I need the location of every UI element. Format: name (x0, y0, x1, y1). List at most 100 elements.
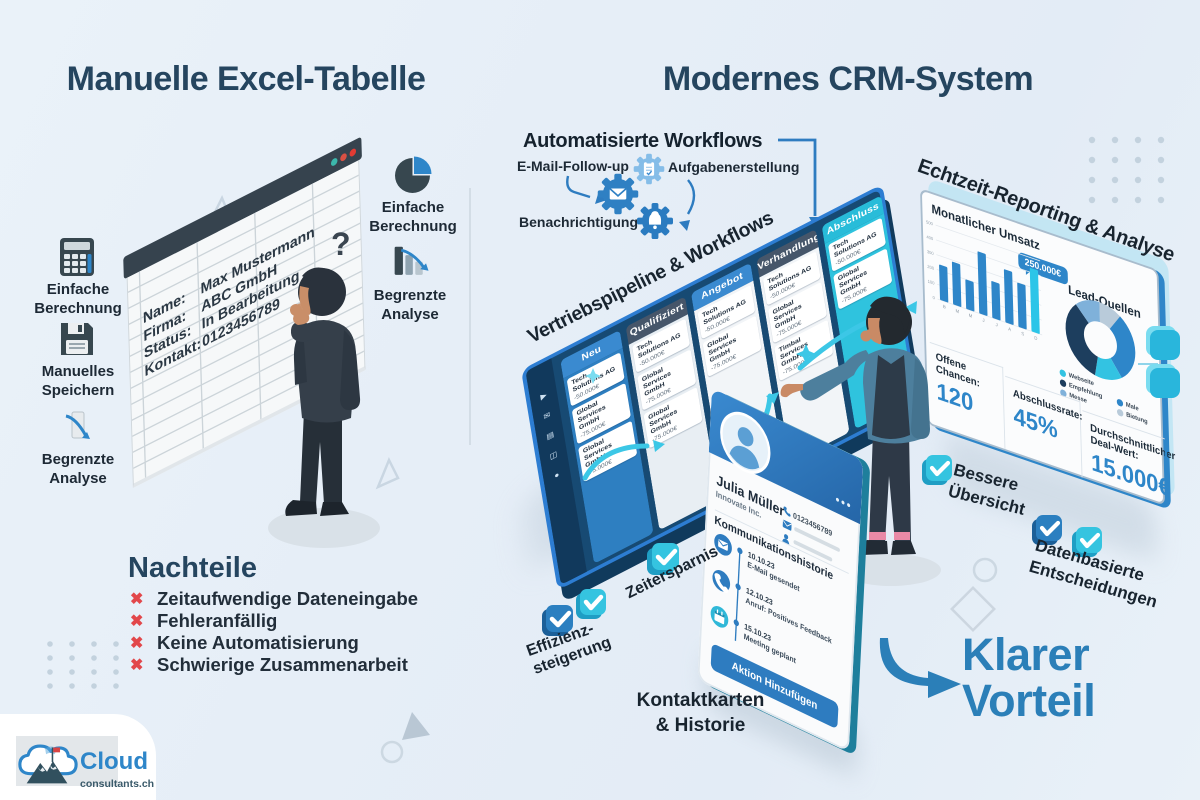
svg-text:J: J (982, 317, 984, 323)
feature-label-einfache-berechnung-right: Einfache Berechnung (369, 199, 457, 235)
svg-text:300: 300 (927, 249, 934, 257)
conclusion-text: Klarer Vorteil (962, 629, 1096, 726)
feature-label-einfache-berechnung: Einfache Berechnung (34, 281, 122, 317)
nachteile-title: Nachteile (128, 552, 257, 584)
nachteil-text: Keine Automatisierung (157, 632, 359, 653)
svg-text:100: 100 (928, 278, 935, 286)
nachteil-item-1: ✖ Zeitaufwendige Dateneingabe (130, 588, 418, 610)
timeline-phone-icon (712, 569, 731, 593)
leads-legend-left: Webseite Empfehlung Messe (1059, 369, 1102, 414)
red-cross-icon: ✖ (130, 591, 144, 608)
sidebar-mail-icon: ✉ (542, 410, 551, 422)
declining-chart-icon (65, 411, 90, 439)
svg-text:A: A (1008, 326, 1011, 332)
floppy-disk-icon (61, 323, 93, 355)
bell-gear-icon (637, 203, 673, 239)
window-dot-3 (349, 147, 357, 158)
svg-text:400: 400 (926, 234, 933, 242)
nachteil-item-4: ✖ Schwierige Zusammenarbeit (130, 654, 408, 676)
svg-text:0: 0 (933, 295, 936, 301)
triangle-outline-decoration-2 (375, 456, 400, 490)
nachteil-item-2: ✖ Fehleranfällig (130, 610, 277, 632)
check-cube-effizienz (542, 589, 606, 636)
svg-text:B: B (943, 304, 946, 310)
nachteil-text: Schwierige Zusammenarbeit (157, 654, 408, 675)
leads-legend-right: Male Bietung (1116, 398, 1148, 429)
svg-text:M: M (969, 313, 973, 319)
email-gear-icon (597, 173, 639, 215)
legend-item: Male (1116, 398, 1148, 416)
svg-text:D: D (1034, 335, 1038, 341)
svg-text:200: 200 (927, 264, 934, 272)
legend-dot (1059, 369, 1066, 377)
check-cube-bessere (922, 455, 952, 485)
legend-item: Webseite (1059, 369, 1102, 391)
window-dot-1 (330, 156, 338, 168)
dots-grid-bottom-left (47, 641, 119, 689)
red-cross-icon: ✖ (130, 635, 144, 652)
contact-phone: 0123456789 (792, 510, 833, 539)
calculator-icon (60, 238, 94, 276)
legend-item: Messe (1060, 389, 1103, 411)
nachteil-item-3: ✖ Keine Automatisierung (130, 632, 359, 654)
arrowhead (679, 220, 690, 231)
nachteil-text: Zeitaufwendige Dateneingabe (157, 588, 419, 609)
triangle-solid-decoration (402, 712, 430, 740)
sidebar-play-icon: ▶ (539, 390, 548, 402)
crm-dashboard: Monatlicher Umsatz 250.000€ Lead-Quellen… (920, 188, 1175, 509)
legend-dot (1116, 399, 1124, 407)
left-title: Manuelle Excel-Tabelle (66, 60, 426, 98)
legend-item: Bietung (1116, 408, 1148, 426)
diamond-outline-decoration (950, 586, 996, 632)
workflow-gears (566, 153, 696, 239)
dots-grid-top-right (1088, 136, 1165, 204)
timeline-mail-icon (714, 533, 732, 556)
mail-icon (782, 519, 792, 531)
task-gear-icon (633, 153, 665, 185)
legend-item: Empfehlung (1059, 379, 1102, 400)
history-timeline (710, 533, 743, 642)
timeline-calendar-icon (710, 605, 729, 628)
sparkle-icon (585, 368, 601, 384)
bars-down-icon (394, 246, 429, 275)
check-cube-daten (1032, 515, 1102, 557)
workflow-label-email: E-Mail-Follow-up (517, 158, 629, 174)
workflow-label-aufgaben: Aufgabenerstellung (668, 159, 800, 175)
feature-label-manuelles-speichern: Manuelles Speichern (41, 363, 115, 399)
cloud-logo-icon (18, 744, 78, 784)
check-cube-zeitersparnis (647, 543, 679, 575)
leads-donut-chart (1065, 300, 1136, 380)
pointing-person (780, 296, 941, 586)
svg-text:J: J (995, 322, 997, 328)
phone-icon (783, 506, 791, 517)
thinking-person (268, 267, 380, 548)
circle-outline-decoration-3 (972, 557, 998, 583)
legend-dot (1059, 379, 1067, 387)
avatar (720, 411, 771, 474)
logo-name: Cloud (80, 748, 148, 775)
workflow-label-benachrichtigung: Benachrichtigung (519, 214, 639, 230)
connector-cubes (1138, 326, 1180, 470)
svg-text:500: 500 (926, 219, 933, 227)
red-cross-icon: ✖ (130, 613, 144, 630)
red-cross-icon: ✖ (130, 657, 144, 674)
user-icon (782, 534, 790, 545)
right-title: Modernes CRM-System (662, 60, 1034, 98)
contact-card-caption: Kontaktkarten & Historie (636, 690, 765, 736)
legend-dot (1116, 409, 1124, 417)
logo-card: Cloud consultants.ch (0, 714, 156, 800)
feature-label-begrenzte-analyse-right: Begrenzte Analyse (373, 287, 447, 323)
svg-text:S: S (1021, 331, 1024, 337)
question-mark: ? (331, 226, 351, 262)
circle-outline-decoration-2 (380, 740, 404, 764)
contact-card: ●●● Julia Müller Innovate Inc. 012345678… (697, 388, 864, 753)
window-dot-2 (340, 152, 347, 163)
nachteil-text: Fehleranfällig (157, 610, 278, 631)
svg-text:M: M (956, 308, 960, 314)
sparkle-icon (796, 344, 816, 364)
logo-domain: consultants.ch (80, 778, 155, 790)
pie-chart-icon (395, 156, 432, 193)
legend-dot (1060, 389, 1067, 397)
